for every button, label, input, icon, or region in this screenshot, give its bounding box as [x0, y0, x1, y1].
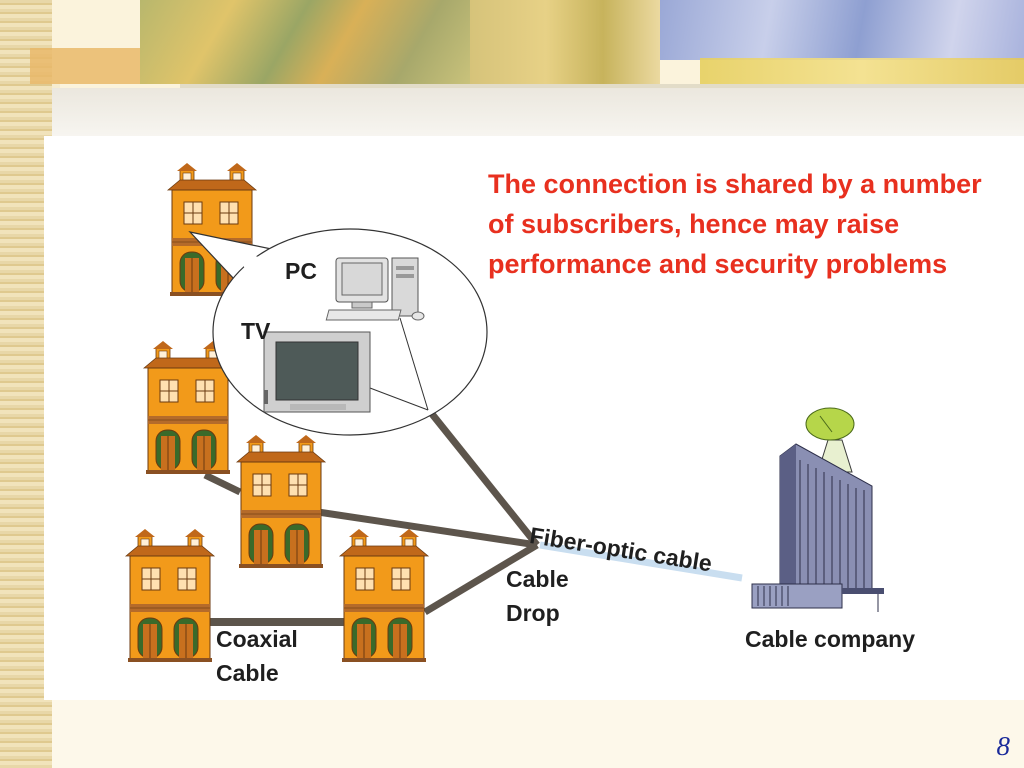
house-icon — [339, 528, 429, 663]
cable-drop-label-line2: Drop — [506, 600, 560, 626]
coaxial-cable-label-line2: Cable — [216, 660, 279, 686]
cable-drop-lines — [317, 411, 540, 616]
satellite-dish-icon — [805, 407, 855, 441]
left-decorative-strip — [0, 0, 52, 768]
header-shade — [52, 88, 1024, 136]
coaxial-cable-lines — [200, 471, 352, 626]
bottom-strip — [52, 700, 1024, 768]
fiber-optic-line — [539, 541, 743, 582]
connection-sharing-caption: The connection is shared by a number of … — [488, 169, 982, 279]
house-icon — [125, 528, 215, 663]
top-decorative-banner — [0, 0, 1024, 88]
pc-icon — [325, 257, 425, 321]
cable-company-building-icon — [751, 407, 884, 612]
cable-company-label: Cable company — [745, 626, 915, 652]
slide-number: 8 — [996, 731, 1011, 761]
tv-label: TV — [241, 318, 271, 344]
cable-drop-label-line1: Cable — [506, 566, 569, 592]
coaxial-cable-label-line1: Coaxial — [216, 626, 298, 652]
pc-label: PC — [285, 258, 317, 284]
house-icon — [236, 434, 326, 569]
tv-icon — [263, 331, 371, 413]
